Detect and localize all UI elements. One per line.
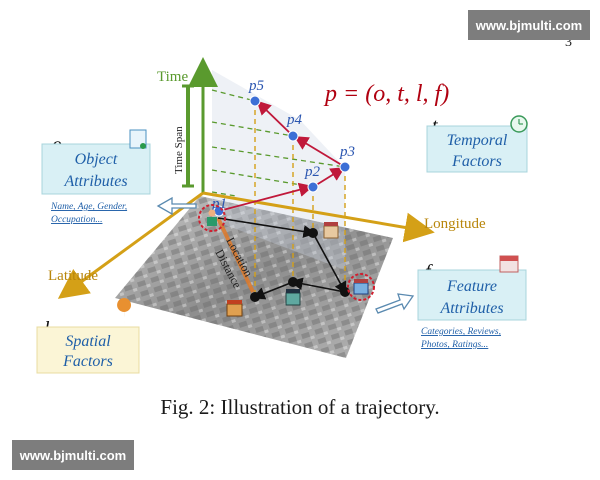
store-icon-1 — [323, 222, 339, 239]
feature-sub1: Categories, Reviews, — [421, 327, 501, 337]
page-number: 3 — [565, 35, 572, 50]
spatial-line2: Factors — [62, 353, 113, 370]
person-icon — [198, 204, 226, 232]
feature-line1: Feature — [446, 278, 497, 295]
time-axis-label: Time — [157, 69, 188, 85]
ground-trajectory — [217, 217, 347, 300]
figure-caption: Fig. 2: Illustration of a trajectory. — [160, 395, 440, 419]
place-icons — [198, 204, 375, 317]
longitude-axis-label: Longitude — [424, 216, 486, 232]
label-p3: p3 — [339, 144, 355, 160]
watermark-top: www.bjmulti.com — [468, 10, 590, 40]
object-arrow — [156, 196, 197, 216]
store-icon-3 — [285, 289, 301, 306]
latitude-axis-label: Latitude — [48, 268, 98, 284]
time-projection-lines — [211, 89, 346, 197]
point-p2 — [307, 181, 319, 193]
object-attributes-box: o Object Attributes Name, Age, Gender, O… — [41, 129, 151, 225]
label-p5: p5 — [248, 78, 265, 94]
store-icon-4 — [226, 300, 243, 317]
feature-attributes-box: f Feature Attributes Categories, Reviews… — [417, 255, 527, 350]
label-p2: p2 — [304, 164, 321, 180]
label-p1: p1 — [211, 196, 227, 212]
object-line1: Object — [75, 151, 118, 168]
location-pin-icon — [117, 298, 132, 324]
feature-line2: Attributes — [439, 300, 503, 317]
object-sub2: Occupation... — [51, 215, 102, 225]
temporal-line1: Temporal — [447, 132, 508, 149]
feature-arrow — [375, 293, 415, 314]
feature-sub2: Photos, Ratings... — [420, 340, 488, 350]
formula: p = (o, t, l, f) — [323, 81, 449, 107]
time-span-label: Time Span — [173, 126, 185, 174]
ground-points — [250, 228, 350, 302]
watermark-bottom: www.bjmulti.com — [12, 440, 134, 470]
time-plane — [212, 70, 345, 270]
spatial-factors-box: l Spatial Factors — [36, 298, 140, 374]
point-p4 — [287, 130, 299, 142]
check-badge-icon — [140, 143, 146, 149]
object-line2: Attributes — [63, 173, 127, 190]
spatial-line1: Spatial — [65, 333, 111, 350]
temporal-line2: Factors — [451, 153, 502, 170]
store-icon-2 — [347, 273, 375, 301]
temporal-factors-box: t Temporal Factors — [426, 115, 528, 173]
label-p4: p4 — [286, 112, 303, 128]
point-p3 — [339, 161, 351, 173]
object-sub1: Name, Age, Gender, — [50, 202, 127, 212]
spacetime-trajectory — [218, 100, 346, 212]
longitude-axis — [202, 191, 435, 243]
location-distance-line — [216, 217, 255, 293]
point-p5 — [249, 95, 261, 107]
latitude-axis — [57, 191, 204, 299]
